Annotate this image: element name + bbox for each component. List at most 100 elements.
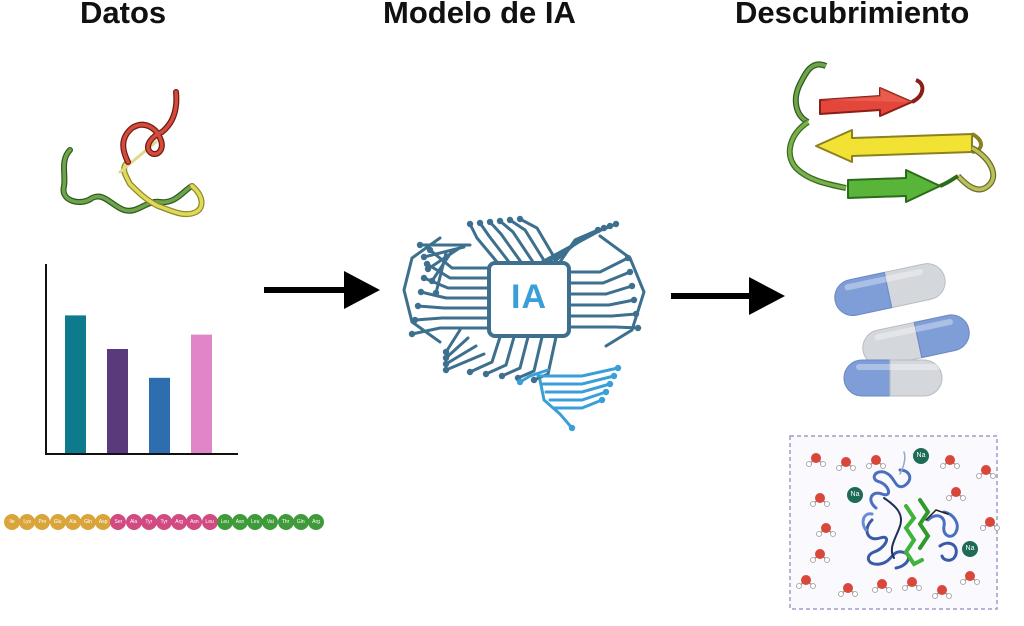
water-molecule: [976, 465, 996, 479]
circuit-trace: [419, 290, 490, 300]
water-molecule: [940, 455, 960, 469]
solvated-protein-box: [789, 435, 1000, 610]
folded-protein-icon: [786, 61, 997, 203]
circuit-trace: [532, 335, 558, 382]
discovery-heading: Descubrimiento: [735, 0, 970, 30]
circuit-trace: [444, 328, 462, 354]
circuit-node: [420, 274, 428, 282]
circuit-node: [423, 260, 431, 268]
circuit-node: [442, 354, 450, 362]
amino-acid-bead: Tyr: [156, 514, 172, 530]
water-molecule: [838, 583, 858, 597]
circuit-node: [498, 372, 506, 380]
amino-acid-bead: Leu: [247, 514, 264, 530]
amino-acid-bead: Ile: [4, 514, 20, 530]
amino-acid-bead: Glu: [49, 514, 66, 530]
circuit-node: [432, 289, 440, 297]
circuit-node: [426, 246, 434, 254]
circuit-node: [486, 218, 494, 226]
water-molecule: [980, 517, 1000, 531]
circuit-node: [420, 253, 428, 261]
amino-acid-bead: Pro: [34, 514, 51, 530]
circuit-node: [606, 380, 614, 388]
unfolded-protein-icon: [60, 89, 205, 218]
amino-acid-bead: Gln: [292, 514, 309, 530]
circuit-trace: [536, 366, 620, 378]
circuit-trace: [552, 398, 604, 410]
circuit-trace: [428, 248, 490, 270]
bar-chart-icon: [45, 264, 238, 455]
circuit-node: [442, 360, 450, 368]
circuit-trace: [416, 304, 490, 310]
model-heading: Modelo de IA: [383, 0, 576, 30]
water-molecule: [806, 453, 826, 467]
circuit-node: [634, 324, 642, 332]
circuit-trace: [468, 222, 499, 264]
circuit-trace: [540, 374, 616, 386]
circuit-trace: [544, 382, 612, 394]
sodium-ion: Na: [962, 541, 978, 557]
water-molecule: [796, 575, 816, 589]
amino-acid-bead: Leu: [216, 514, 233, 530]
circuit-trace: [568, 284, 634, 296]
circuit-node: [416, 241, 424, 249]
circuit-node: [466, 368, 474, 376]
circuit-trace: [425, 262, 490, 280]
water-molecule: [932, 585, 952, 599]
water-molecule: [810, 549, 830, 563]
circuit-node: [408, 330, 416, 338]
circuit-node: [466, 220, 474, 228]
circuit-trace: [568, 256, 630, 274]
circuit-trace: [402, 236, 442, 344]
circuit-trace: [410, 326, 490, 336]
circuit-node: [424, 265, 432, 273]
amino-acid-bead: Ala: [64, 514, 81, 530]
water-molecule: [960, 571, 980, 585]
ia-label: IA: [511, 278, 547, 316]
circuit-trace: [568, 270, 632, 285]
data-heading: Datos: [80, 0, 167, 30]
bar: [191, 334, 212, 453]
amino-acid-bead: Asn: [186, 514, 203, 530]
circuit-trace: [538, 378, 574, 430]
amino-acid-bead: Tyr: [140, 514, 157, 530]
circuit-node: [516, 378, 524, 386]
circuit-trace: [518, 217, 559, 264]
circuit-trace: [468, 335, 502, 374]
circuit-trace: [540, 222, 618, 264]
arrow-data-to-model: [264, 271, 380, 309]
water-molecule: [836, 457, 856, 471]
circuit-trace: [413, 316, 490, 322]
circuit-trace: [598, 234, 646, 348]
capsule: [834, 263, 946, 316]
circuit-trace: [516, 335, 544, 380]
bar: [149, 377, 170, 453]
circuit-trace: [488, 220, 523, 264]
circuit-node: [476, 219, 484, 227]
amino-acid-bead: Arg: [171, 514, 188, 530]
circuit-trace: [568, 325, 640, 330]
circuit-node: [630, 296, 638, 304]
water-molecule: [946, 487, 966, 501]
amino-acid-bead: Asp: [95, 514, 112, 530]
circuit-node: [530, 376, 538, 384]
circuit-trace: [444, 352, 486, 372]
circuit-node: [628, 282, 636, 290]
circuit-trace: [434, 251, 448, 295]
amino-acid-bead: Gln: [80, 514, 96, 530]
circuit-node: [414, 302, 422, 310]
sodium-ion: Na: [913, 448, 929, 464]
protein-structure-icon: [861, 451, 959, 570]
circuit-trace: [568, 312, 638, 318]
circuit-node: [626, 268, 634, 276]
circuit-node: [506, 216, 514, 224]
amino-acid-bead: Lys: [19, 514, 36, 530]
water-molecule: [872, 579, 892, 593]
circuit-trace: [498, 219, 535, 264]
arrow-model-to-discovery: [671, 277, 785, 315]
amino-acid-bead: Ala: [125, 514, 142, 530]
circuit-trace: [518, 368, 550, 384]
circuit-node: [417, 288, 425, 296]
circuit-trace: [508, 218, 547, 264]
amino-acid-bead: Asn: [232, 514, 248, 530]
